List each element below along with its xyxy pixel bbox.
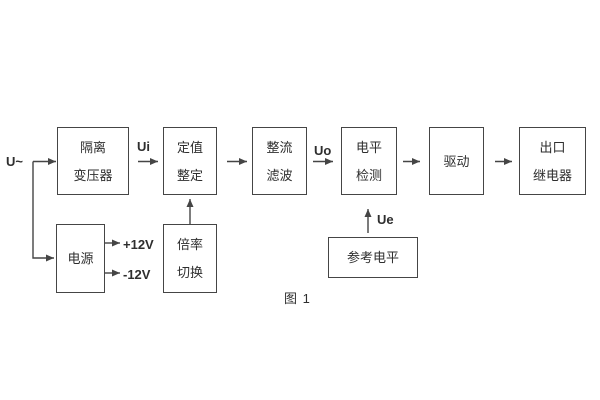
block-label: 整流 (266, 139, 293, 155)
block-power-supply: 电源 (56, 224, 105, 293)
block-label: 变压器 (73, 167, 113, 183)
block-label: 滤波 (266, 167, 293, 183)
block-output-relay: 出口 继电器 (519, 127, 586, 195)
block-label: 继电器 (532, 167, 572, 183)
label-minus-12v: -12V (123, 267, 151, 282)
figure-caption: 图 1 (284, 291, 311, 306)
label-uo: Uo (314, 143, 332, 158)
block-ratio-switch: 倍率 切换 (163, 224, 217, 293)
label-plus-12v: +12V (123, 237, 154, 252)
block-label: 电平 (355, 139, 382, 155)
block-label: 检测 (355, 167, 382, 183)
block-label: 倍率 (176, 237, 203, 252)
block-drive: 驱动 (429, 127, 484, 195)
block-level-detection: 电平 检测 (341, 127, 397, 195)
block-label: 隔离 (79, 139, 106, 155)
block-reference-level: 参考电平 (328, 237, 418, 278)
arrow-input-to-power (32, 161, 54, 262)
label-ue: Ue (377, 212, 394, 227)
label-ui: Ui (137, 139, 150, 154)
block-label: 驱动 (443, 153, 470, 169)
block-label: 定值 (176, 139, 203, 155)
label-input-u: U~ (6, 154, 23, 169)
block-label: 整定 (176, 167, 203, 183)
block-rectifier-filter: 整流 滤波 (252, 127, 307, 195)
block-label: 出口 (539, 139, 566, 155)
block-label: 参考电平 (346, 250, 399, 265)
block-label: 切换 (176, 265, 203, 280)
block-setting-adjustment: 定值 整定 (163, 127, 217, 195)
block-label: 电源 (67, 251, 94, 266)
block-isolation-transformer: 隔离 变压器 (57, 127, 129, 195)
